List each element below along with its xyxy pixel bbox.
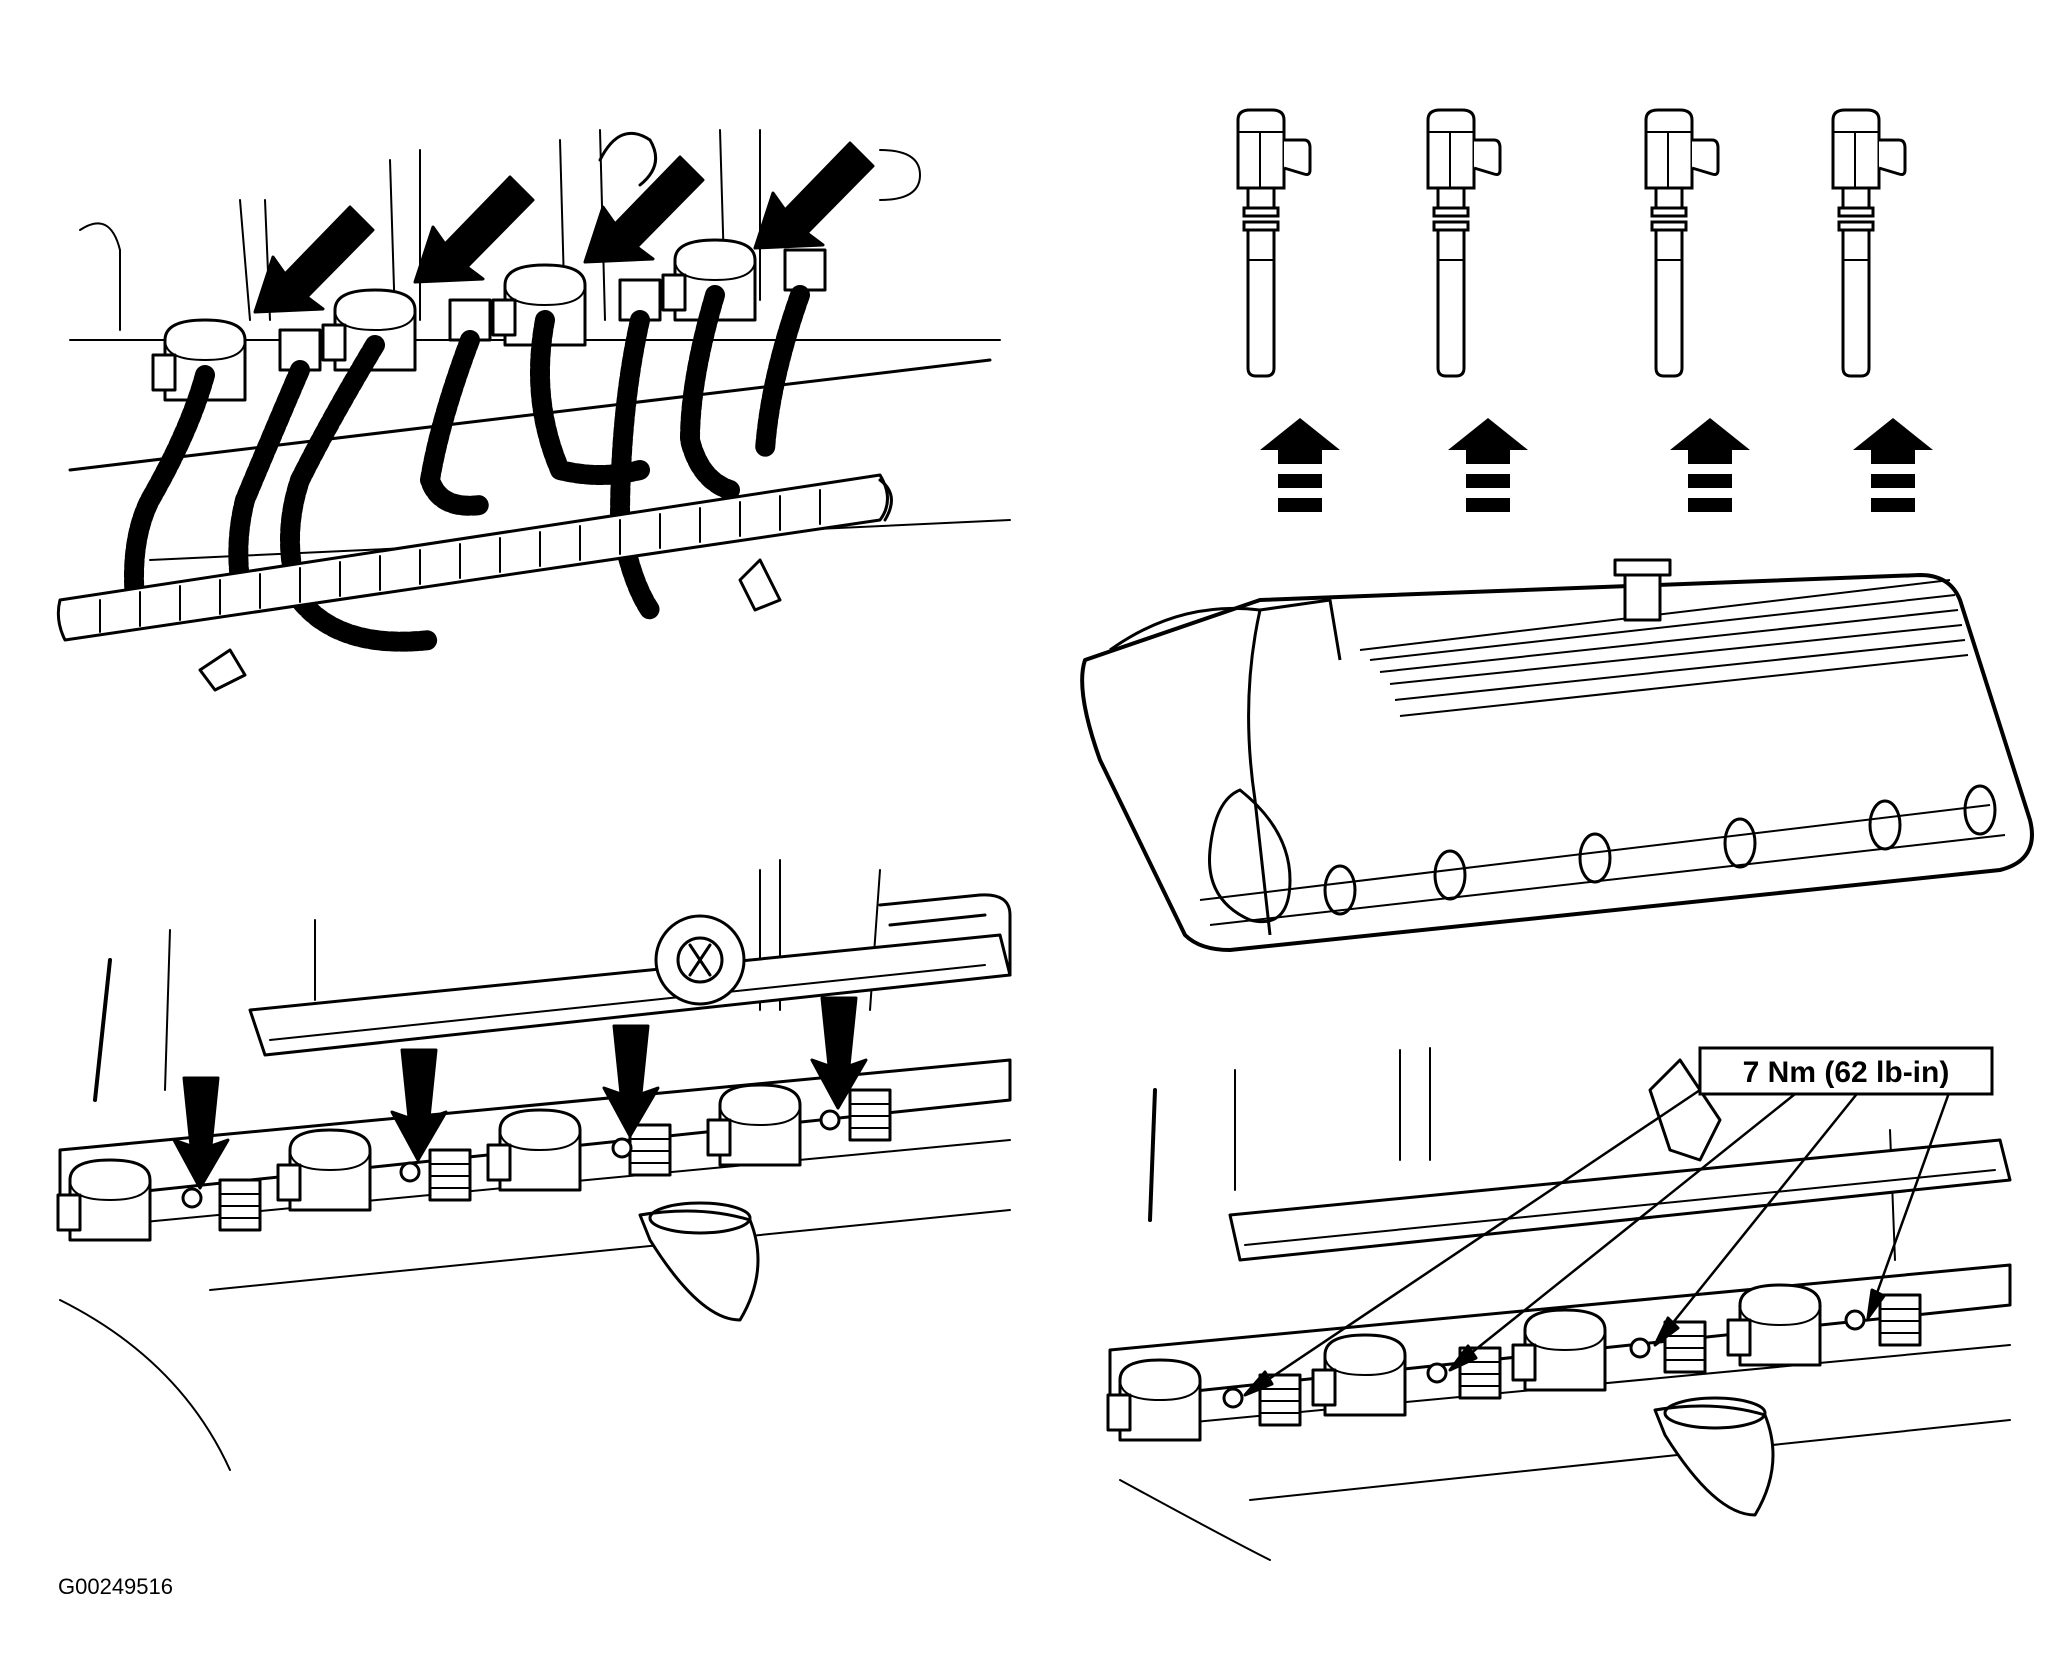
panel-bottom-left [56, 859, 1012, 1471]
panel-bottom-right [1106, 1047, 2012, 1561]
torque-spec-label: 7 Nm (62 lb-in) [1743, 1056, 1950, 1089]
arrow-down-left-icon [413, 175, 535, 284]
panel-top-left [56, 129, 1011, 692]
lift-arrow-icon [1260, 418, 1340, 512]
lift-arrow-icon [1448, 418, 1528, 512]
torque-callout: 7 Nm (62 lb-in) [1698, 1046, 1994, 1096]
lift-arrow-icon [1670, 418, 1750, 512]
bolt-4 [1844, 1309, 1866, 1331]
ignition-coil-4 [1831, 108, 1907, 378]
valve-cover [1080, 558, 2034, 952]
bolt-1 [1222, 1387, 1244, 1409]
panel-top-right [1080, 108, 2034, 952]
ignition-coil-1 [1236, 108, 1312, 378]
lift-arrow-icon [1853, 418, 1933, 512]
bolt-2 [1426, 1362, 1448, 1384]
ignition-coil-3 [1644, 108, 1720, 378]
bolt-3 [1629, 1337, 1651, 1359]
arrow-down-left-icon [753, 141, 875, 250]
ignition-coil-2 [1426, 108, 1502, 378]
figure-code: G00249516 [58, 1574, 173, 1599]
